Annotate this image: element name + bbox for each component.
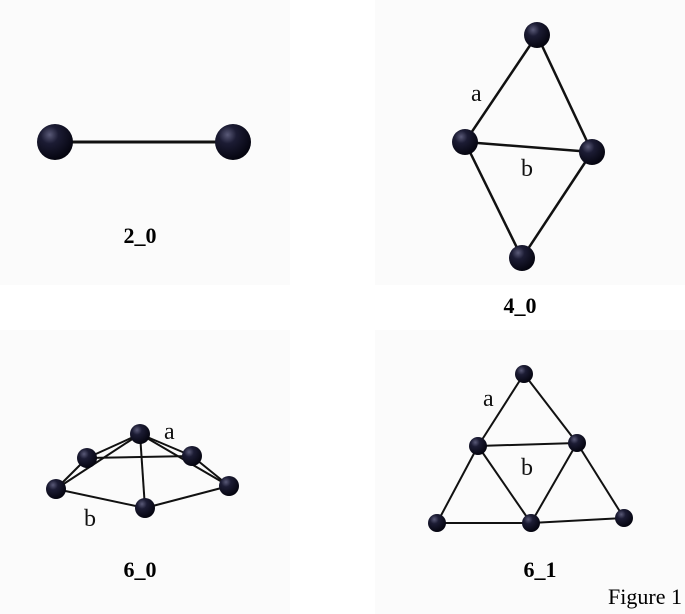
atom <box>130 424 150 444</box>
bond <box>477 445 532 524</box>
atom <box>615 509 633 527</box>
atom <box>515 365 533 383</box>
caption-4-0: 4_0 <box>504 293 537 318</box>
edge-label-a: a <box>471 81 482 107</box>
bond <box>530 517 625 524</box>
cluster-4-0: a b 4_0 <box>452 22 605 318</box>
edge-label-b: b <box>521 156 533 182</box>
atom <box>524 22 550 48</box>
atom <box>452 129 478 155</box>
bond <box>55 488 146 509</box>
atom <box>215 124 251 160</box>
bond <box>523 373 578 444</box>
bond <box>144 485 230 509</box>
edge-label-a: a <box>164 419 175 445</box>
atom <box>182 446 202 466</box>
caption-6-1: 6_1 <box>524 557 557 582</box>
atom <box>219 476 239 496</box>
bond <box>463 34 539 143</box>
caption-2-0: 2_0 <box>124 223 157 248</box>
bond <box>55 433 141 490</box>
bond <box>86 455 193 459</box>
atom <box>37 124 73 160</box>
atom <box>509 245 535 271</box>
caption-6-0: 6_0 <box>124 557 157 582</box>
bond <box>530 442 578 524</box>
atom <box>46 479 66 499</box>
edge-label-a: a <box>483 386 494 412</box>
atom <box>428 514 446 532</box>
figure-label: Figure 1 <box>608 584 682 609</box>
atom <box>522 514 540 532</box>
cluster-6-0: a b 6_0 <box>46 419 239 582</box>
bond <box>535 34 594 153</box>
bond <box>477 442 578 447</box>
bond <box>520 151 594 259</box>
cluster-2-0: 2_0 <box>37 124 251 248</box>
bond <box>139 433 146 509</box>
panel-6-0-background <box>0 330 290 614</box>
atom <box>568 434 586 452</box>
bond <box>464 140 593 154</box>
edge-label-b: b <box>84 506 96 532</box>
atom <box>469 437 487 455</box>
bond <box>477 373 525 447</box>
bond <box>436 445 479 524</box>
atom <box>135 498 155 518</box>
bond <box>463 141 524 259</box>
edge-label-b: b <box>521 455 533 481</box>
atom <box>579 139 605 165</box>
cluster-6-1: a b 6_1 <box>428 365 633 582</box>
atom <box>77 448 97 468</box>
bond <box>576 442 625 519</box>
